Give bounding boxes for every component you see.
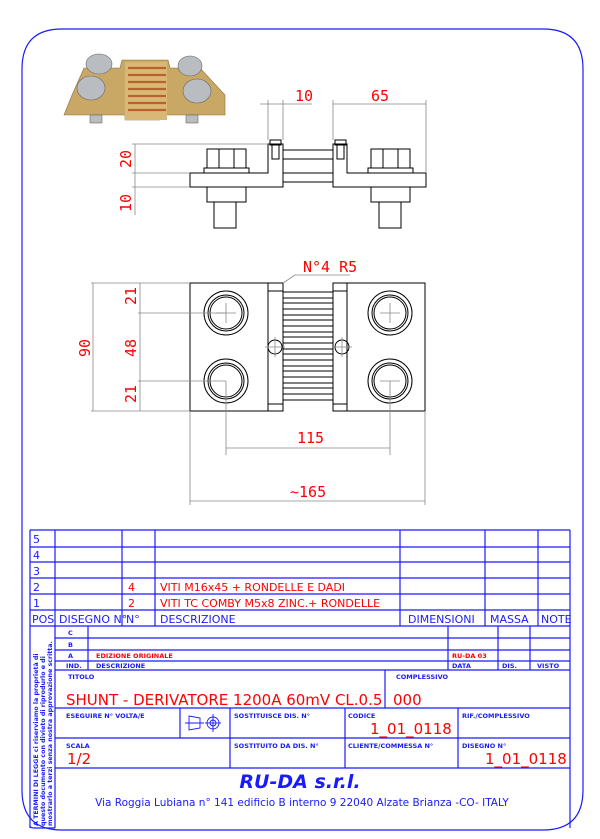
note-n4-r5: N°4 R5 [303,258,357,276]
row-desc: VITI M16x45 + RONDELLE E DADI [160,581,345,594]
scala-value: 1/2 [67,750,91,768]
titolo-label: TITOLO [68,673,95,681]
company-address: Via Roggia Lubiana n° 141 edificio B int… [95,797,509,809]
dim-90: 90 [76,339,94,357]
row-pos: 1 [33,597,40,610]
side-view: 10 65 20 10 [117,87,427,229]
legal-notice: A TERMINI DI LEGGE ci riserviamo la prop… [32,641,54,826]
header-mass: MASSA [490,613,529,626]
dim-20: 20 [117,150,135,168]
company-logo: RU-DA s.r.l. [239,771,360,793]
disegno-value: 1_01_0118 [485,750,567,769]
row-pos: 5 [33,533,40,546]
row-qty: 4 [128,581,135,594]
drawing-title: SHUNT - DERIVATORE 1200A 60mV CL.0.5 [66,691,382,709]
dim-65: 65 [371,87,389,105]
cliente-label: CLIENTE/COMMESSA N° [348,742,433,750]
svg-text:mostrarlo a terzi senza nostra: mostrarlo a terzi senza nostra approvazi… [47,641,54,826]
codice-value: 1_01_0118 [370,720,452,739]
rev-ind: A [68,652,73,660]
rev-ind: C [68,629,73,637]
dim-115: 115 [297,429,324,447]
projection-symbol-icon [185,714,221,732]
rif-complessivo-label: RIF./COMPLESSIVO [462,712,530,720]
front-view: N°4 R5 90 21 48 21 115 ~165 [76,258,426,505]
rev-ind: B [68,641,73,649]
title-block: TITOLO COMPLESSIVO ESEGUIRE N° VOLTA/E S… [29,670,570,829]
row-pos: 3 [33,565,40,578]
sheet-border [21,28,584,831]
sostituito-label: SOSTITUITO DA DIS. N° [234,742,319,750]
row-qty: 2 [128,597,135,610]
header-notes: NOTE [541,613,572,626]
rev-header-date: DATA [452,662,471,670]
scala-label: SCALA [66,742,90,750]
rev-header-visto: VISTO [537,662,560,670]
rev-header-desc: DESCRIZIONE [96,662,145,670]
row-pos: 2 [33,581,40,594]
header-desc: DESCRIZIONE [160,613,236,626]
dim-21-top: 21 [122,287,140,305]
complessivo-label: COMPLESSIVO [396,673,449,681]
revisions-table: C B A IND. DESCRIZIONE DATA DIS. VISTO E… [54,626,570,828]
parts-list-table: 5 4 3 2 1 POS DISEGNO N° N° DESCRIZIONE … [29,529,572,828]
svg-text:A TERMINI DI LEGGE ci riservia: A TERMINI DI LEGGE ci riserviamo la prop… [32,653,40,826]
header-dims: DIMENSIONI [408,613,475,626]
sostituisce-label: SOSTITUISCE DIS. N° [234,712,310,720]
header-drawing: DISEGNO N° [59,613,127,626]
product-photo [63,53,226,124]
row-desc: VITI TC COMBY M5x8 ZINC.+ RONDELLE [160,597,380,610]
header-qty: N° [126,613,140,626]
row-pos: 4 [33,549,40,562]
dim-165: ~165 [290,483,326,501]
dim-10-top: 10 [295,87,313,105]
dim-10-side: 10 [117,194,135,212]
rev-desc: EDIZIONE ORIGINALE [96,652,173,660]
header-pos: POS [32,613,54,626]
codice-label: CODICE [348,712,375,720]
rev-date: RU-DA 03 [452,652,487,660]
dim-21-bottom: 21 [122,385,140,403]
rev-header-ind: IND. [66,662,82,670]
dim-48: 48 [122,339,140,357]
disegno-label: DISEGNO N° [462,742,506,750]
eseguire-label: ESEGUIRE N° VOLTA/E [66,712,145,720]
complessivo-value: 000 [393,691,422,709]
svg-text:questo documento con divieto d: questo documento con divieto di riprodur… [40,656,47,826]
rev-header-dis: DIS. [502,662,517,670]
